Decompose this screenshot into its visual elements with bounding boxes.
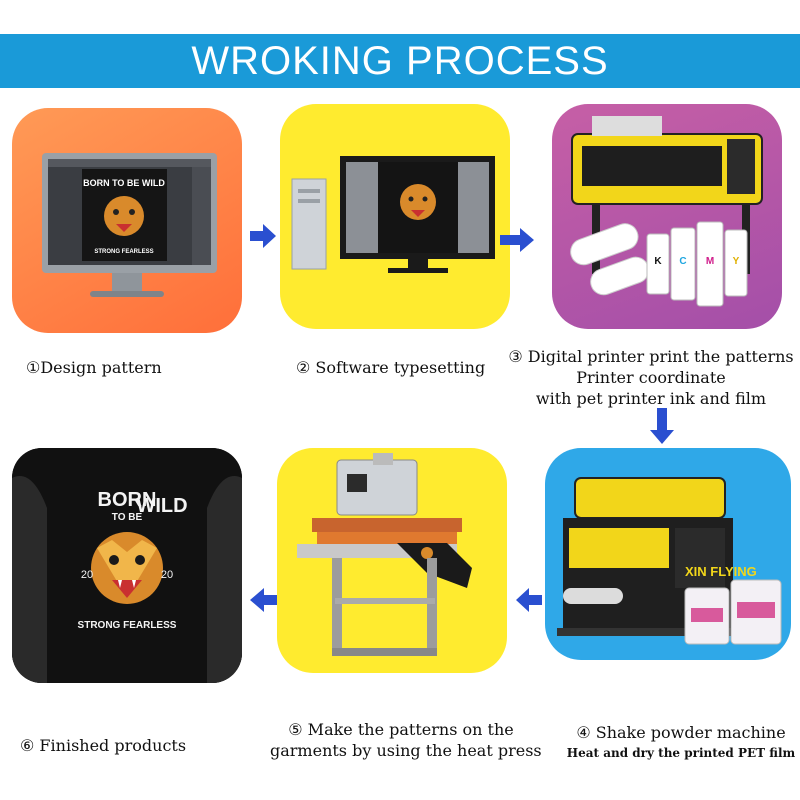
tshirt-year-left: 20 xyxy=(81,569,93,581)
step-3-label-line-3: with pet printer ink and film xyxy=(535,389,767,408)
tshirt-text-born: BORN xyxy=(98,489,157,511)
step-5-image-heat-press xyxy=(277,448,507,673)
step-4-label: ④ Shake powder machine xyxy=(562,722,800,743)
step-5-label-line-2: garments by using the heat press xyxy=(270,741,542,760)
design-text-bottom: STRONG FEARLESS xyxy=(94,249,153,255)
ink-label-m: M xyxy=(706,256,714,267)
arrow-right-icon xyxy=(250,224,276,248)
design-text-top: BORN TO BE WILD xyxy=(83,178,165,188)
step-2-image-software xyxy=(280,104,510,329)
tshirt-text-tobe: TO BE xyxy=(112,512,143,523)
step-3-image-printer: K C M Y xyxy=(552,104,782,329)
step-4-sublabel: Heat and dry the printed PET film xyxy=(566,746,796,760)
step-3-label-line-2: Printer coordinate xyxy=(576,368,726,387)
arrow-right-icon xyxy=(500,228,534,252)
ink-label-y: Y xyxy=(733,256,740,267)
step-2-label: ② Software typesetting xyxy=(296,358,486,377)
step-1-label: ①Design pattern xyxy=(26,358,162,377)
tshirt-year-right: 20 xyxy=(161,569,173,581)
ink-label-k: K xyxy=(654,256,662,267)
step-3-label: ③ Digital printer print the patterns Pri… xyxy=(506,346,796,409)
page-title: WROKING PROCESS xyxy=(191,38,609,83)
step-4-image-powder-machine: XIN FLYING xyxy=(545,448,791,660)
step-1-image-design: BORN TO BE WILD STRONG FEARLESS xyxy=(12,108,242,333)
step-5-label-line-1: ⑤ Make the patterns on the xyxy=(288,720,514,739)
arrow-left-icon xyxy=(516,588,542,612)
ink-label-c: C xyxy=(679,256,686,267)
step-3-label-line-1: ③ Digital printer print the patterns xyxy=(508,347,794,366)
tshirt-text-bottom: STRONG FEARLESS xyxy=(78,620,177,631)
header-banner: WROKING PROCESS xyxy=(0,34,800,88)
step-4-label-main: ④ Shake powder machine xyxy=(576,723,786,742)
arrow-down-icon xyxy=(650,408,674,444)
machine-brand-text: XIN FLYING xyxy=(685,564,757,579)
arrow-left-icon xyxy=(250,588,294,612)
step-6-image-tshirt: BORN TO BE WILD 20 20 STRONG FEARLESS xyxy=(12,448,242,683)
tshirt-text-wild: WILD xyxy=(136,495,187,517)
step-6-label: ⑥ Finished products xyxy=(20,736,187,755)
step-5-label: ⑤ Make the patterns on the garments by u… xyxy=(270,719,542,761)
